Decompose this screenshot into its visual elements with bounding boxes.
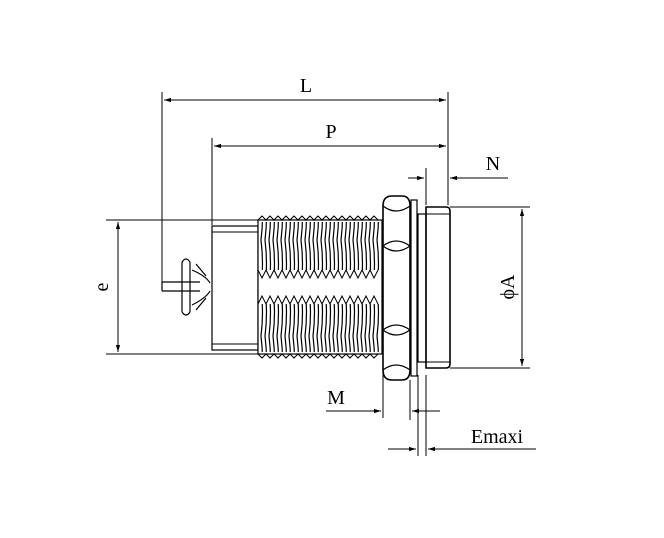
dimension-P: P bbox=[211, 121, 446, 225]
front-flange bbox=[417, 206, 451, 369]
panel-washer bbox=[410, 199, 418, 377]
label-P: P bbox=[325, 121, 336, 143]
dimension-phiA: ϕA bbox=[450, 206, 530, 369]
connector-body bbox=[161, 195, 451, 381]
dimension-e: e bbox=[91, 219, 258, 355]
hex-nut bbox=[382, 195, 411, 381]
label-N: N bbox=[486, 153, 500, 175]
label-phiA: ϕA bbox=[497, 274, 519, 300]
label-L: L bbox=[300, 75, 312, 97]
label-Emaxi: Emaxi bbox=[471, 426, 524, 448]
dimension-L: L bbox=[161, 75, 449, 282]
dimension-Emaxi: Emaxi bbox=[388, 375, 536, 456]
rear-cap bbox=[211, 225, 259, 351]
threaded-shell bbox=[257, 215, 383, 359]
label-e: e bbox=[91, 282, 113, 291]
dimension-N: N bbox=[408, 153, 508, 205]
contact-pins bbox=[161, 258, 211, 316]
dimension-M: M bbox=[326, 372, 440, 420]
label-M: M bbox=[327, 387, 345, 409]
